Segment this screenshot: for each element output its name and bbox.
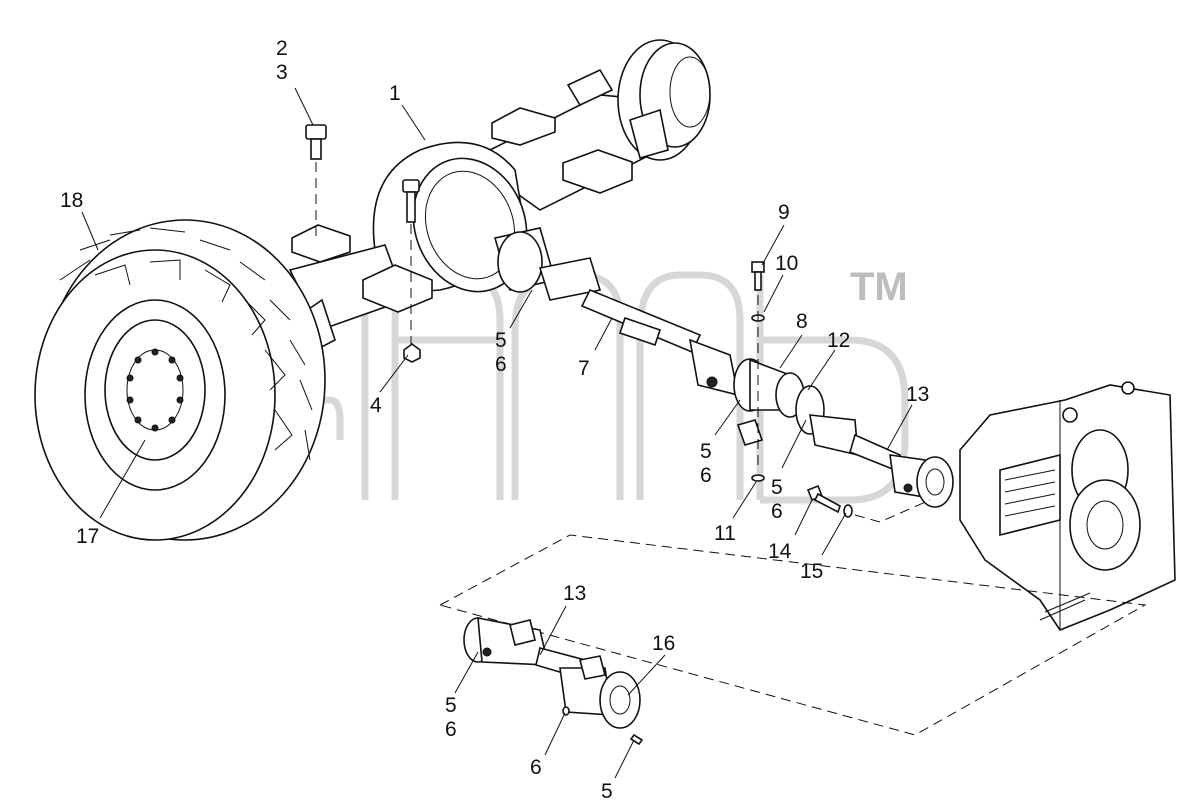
wheel-rim (84, 299, 226, 491)
callout-5-inset: 5 (445, 694, 457, 717)
callout-17: 17 (76, 525, 99, 548)
bearing-bolt (751, 261, 765, 482)
callout-11: 11 (714, 522, 736, 545)
callouts: 2 3 1 18 9 10 8 12 5 6 7 4 13 5 6 5 6 11… (60, 37, 929, 803)
callout-16: 16 (652, 632, 675, 655)
callout-13-main: 13 (906, 383, 929, 406)
callout-1: 1 (389, 82, 401, 105)
callout-5-inset-bottom: 5 (601, 780, 613, 803)
callout-5-bearing: 5 (700, 440, 712, 463)
leader-lines (81, 87, 913, 779)
callout-6-inset-bottom: 6 (530, 756, 542, 779)
right-wheel-hub (566, 39, 711, 161)
axle-housing (288, 39, 711, 354)
callout-14: 14 (768, 540, 792, 563)
callout-12: 12 (827, 329, 850, 352)
center-bearing (733, 358, 825, 446)
watermark-trademark: TM (850, 265, 908, 309)
callout-6-bearing: 6 (700, 464, 712, 487)
output-shaft (809, 414, 954, 508)
callout-13-inset: 13 (563, 582, 586, 605)
mounting-bolt (305, 124, 421, 363)
callout-10: 10 (775, 252, 798, 275)
callout-18: 18 (60, 189, 83, 212)
propeller-shaft (538, 257, 740, 397)
callout-2: 2 (276, 37, 288, 60)
callout-7: 7 (578, 357, 590, 380)
callout-6-axle: 6 (495, 353, 507, 376)
callout-6-output: 6 (771, 500, 783, 523)
callout-5-output: 5 (771, 476, 783, 499)
callout-4: 4 (370, 394, 382, 417)
transmission (959, 381, 1176, 631)
callout-15: 15 (800, 560, 823, 583)
inset-output-shaft (463, 617, 644, 746)
callout-8: 8 (796, 310, 808, 333)
callout-5-axle: 5 (495, 329, 507, 352)
callout-3: 3 (276, 61, 288, 84)
callout-6-inset: 6 (445, 718, 457, 741)
inset-frame (438, 534, 1147, 736)
callout-9: 9 (778, 201, 790, 224)
